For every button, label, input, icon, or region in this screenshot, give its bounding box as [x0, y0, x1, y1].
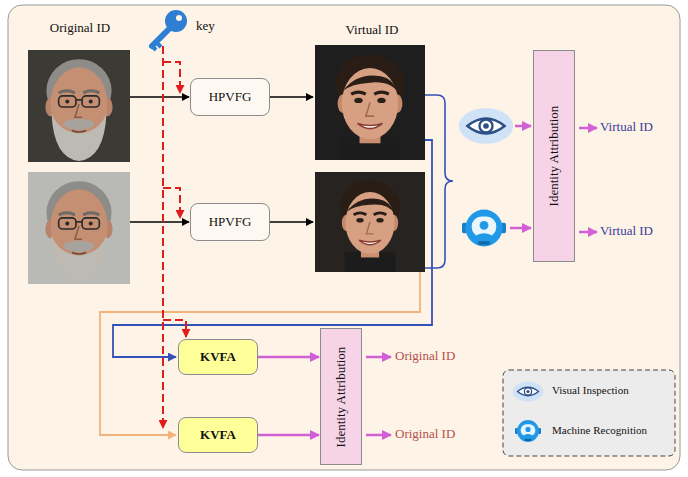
key-icon [152, 28, 170, 46]
key-icon [176, 15, 182, 21]
robot-icon [462, 210, 506, 247]
pink-arrow [515, 125, 531, 128]
pink-arrow [366, 356, 391, 359]
brace-bracket [425, 95, 453, 268]
key-wire [163, 62, 180, 93]
pink-arrow [366, 434, 391, 437]
process-box: KVFA [178, 417, 258, 453]
box-label: HPVFG [209, 89, 252, 105]
key-icon [152, 10, 187, 50]
eye-icon [459, 108, 513, 143]
connector-arrow [258, 434, 319, 437]
input-arrow [130, 96, 189, 97]
key-icon [152, 46, 156, 50]
attribution-band: Identity Attribution [320, 328, 362, 465]
pink-arrow [579, 231, 597, 234]
background-panel [8, 5, 680, 470]
virtual-photo [315, 45, 425, 160]
key-icon [165, 10, 187, 32]
input-arrow [130, 221, 189, 222]
key-wire [162, 46, 164, 428]
key-label: key [196, 18, 215, 34]
output-label: Virtual ID [600, 223, 653, 239]
original-photo [28, 172, 130, 284]
legend-box [503, 370, 675, 456]
legend-label: Visual Inspection [552, 384, 629, 397]
legend-label: Machine Recognition [552, 424, 647, 437]
legend-box [503, 370, 675, 456]
virtual-id-wire [100, 272, 420, 435]
virtual-photo [315, 172, 425, 272]
key-wire [163, 320, 186, 337]
key-icon [156, 42, 161, 47]
original-photo [28, 50, 130, 162]
input-arrow [270, 221, 313, 222]
attribution-band: Identity Attribution [533, 50, 575, 262]
column-heading: Original ID [50, 20, 110, 36]
virtual-photo [336, 54, 405, 160]
virtual-id-wire [113, 140, 432, 357]
original-photo [45, 181, 112, 283]
column-heading: Virtual ID [345, 22, 398, 38]
original-photo [28, 172, 130, 284]
input-arrow [270, 96, 313, 97]
connector-arrow [258, 356, 319, 359]
original-photo [45, 59, 112, 161]
pink-arrow [510, 227, 531, 230]
pink-arrow [579, 127, 597, 130]
virtual-photo [315, 45, 425, 160]
output-label: Original ID [395, 348, 455, 364]
key-wire [163, 188, 180, 218]
output-label: Virtual ID [600, 119, 653, 135]
box-label: HPVFG [209, 214, 252, 230]
process-box: HPVFG [190, 78, 270, 116]
process-box: HPVFG [190, 203, 270, 241]
brace-bracket [425, 95, 453, 268]
box-label: KVFA [200, 349, 236, 365]
virtual-photo [315, 172, 425, 272]
legend-box [513, 382, 543, 402]
legend-box [515, 420, 541, 442]
virtual-photo [340, 180, 400, 272]
output-label: Original ID [395, 426, 455, 442]
original-photo [28, 50, 130, 162]
vertical-label: Identity Attribution [546, 106, 562, 207]
process-box: KVFA [178, 339, 258, 375]
box-label: KVFA [200, 427, 236, 443]
vertical-label: Identity Attribution [333, 346, 349, 447]
